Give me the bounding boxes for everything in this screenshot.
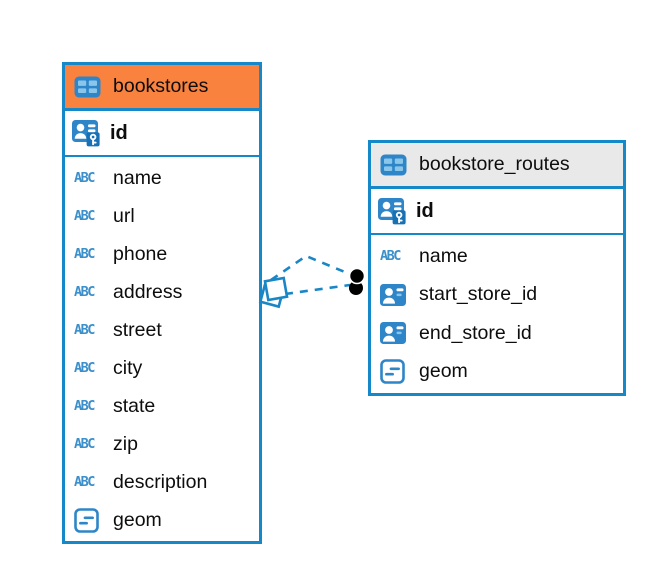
table-header[interactable]: bookstores xyxy=(65,65,259,111)
table-bookstore_routes[interactable]: bookstore_routes id ABC name start_store… xyxy=(368,140,626,396)
column-row-start_store_id[interactable]: start_store_id xyxy=(371,276,623,315)
column-name: address xyxy=(113,280,183,303)
text-column-icon: ABC xyxy=(74,360,104,376)
column-row-street[interactable]: ABC street xyxy=(65,311,259,349)
column-name: id xyxy=(416,199,434,222)
column-name: city xyxy=(113,356,143,379)
column-name: street xyxy=(113,318,162,341)
geometry-column-icon xyxy=(380,359,410,385)
primary-key-icon xyxy=(378,197,408,225)
column-row-name[interactable]: ABC name xyxy=(371,237,623,276)
column-list: ABC name ABC url ABC phone ABC address A… xyxy=(65,157,259,541)
column-row-description[interactable]: ABC description xyxy=(65,463,259,501)
column-list: ABC name start_store_id end_store_id geo… xyxy=(371,235,623,393)
column-name: state xyxy=(113,394,156,417)
column-row-zip[interactable]: ABC zip xyxy=(65,425,259,463)
column-row-address[interactable]: ABC address xyxy=(65,273,259,311)
column-name: geom xyxy=(419,360,468,383)
column-row-end_store_id[interactable]: end_store_id xyxy=(371,314,623,353)
text-column-icon: ABC xyxy=(74,436,95,452)
column-name: id xyxy=(110,121,128,144)
relationship-diamond-marker xyxy=(258,281,286,309)
column-name: name xyxy=(113,166,162,189)
text-column-icon: ABC xyxy=(74,170,104,186)
column-row-geom[interactable]: geom xyxy=(65,501,259,539)
text-column-icon: ABC xyxy=(380,248,401,265)
text-column-icon: ABC xyxy=(74,208,104,224)
text-column-icon: ABC xyxy=(74,246,95,262)
text-column-icon: ABC xyxy=(74,322,104,338)
column-name: phone xyxy=(113,242,168,265)
column-name: start_store_id xyxy=(419,283,538,306)
text-column-icon: ABC xyxy=(74,284,95,300)
text-column-icon: ABC xyxy=(74,208,95,224)
relationship-line[interactable] xyxy=(284,283,351,296)
text-column-icon: ABC xyxy=(380,248,410,264)
text-column-icon: ABC xyxy=(74,474,104,490)
text-column-icon: ABC xyxy=(74,246,104,262)
text-column-icon: ABC xyxy=(74,398,95,414)
text-column-icon: ABC xyxy=(74,360,95,376)
geometry-column-icon xyxy=(74,507,104,533)
column-name: geom xyxy=(113,508,162,531)
column-name: url xyxy=(113,204,135,227)
table-title: bookstores xyxy=(113,75,209,97)
column-row-name[interactable]: ABC name xyxy=(65,159,259,197)
relationship-dot-marker xyxy=(349,281,363,295)
column-name: description xyxy=(113,470,208,493)
table-title: bookstore_routes xyxy=(419,153,570,175)
relationship-diamond-marker xyxy=(263,276,289,302)
foreign-key-icon xyxy=(380,283,410,306)
primary-key-icon xyxy=(72,119,102,147)
column-row-geom[interactable]: geom xyxy=(371,353,623,392)
primary-key-row[interactable]: id xyxy=(371,189,623,235)
table-icon xyxy=(74,76,104,98)
column-row-city[interactable]: ABC city xyxy=(65,349,259,387)
text-column-icon: ABC xyxy=(74,436,104,452)
table-bookstores[interactable]: bookstores id ABC name ABC url ABC phone… xyxy=(62,62,262,544)
primary-key-row[interactable]: id xyxy=(65,111,259,157)
foreign-key-icon xyxy=(380,322,410,345)
column-name: zip xyxy=(113,432,138,455)
table-header[interactable]: bookstore_routes xyxy=(371,143,623,189)
text-column-icon: ABC xyxy=(74,398,104,414)
text-column-icon: ABC xyxy=(74,284,104,300)
column-row-url[interactable]: ABC url xyxy=(65,197,259,235)
relationship-dot-marker xyxy=(348,267,366,285)
text-column-icon: ABC xyxy=(74,474,95,490)
table-icon xyxy=(380,154,410,176)
column-row-state[interactable]: ABC state xyxy=(65,387,259,425)
relationship-line[interactable] xyxy=(270,254,353,282)
text-column-icon: ABC xyxy=(74,322,95,338)
column-name: end_store_id xyxy=(419,321,532,344)
text-column-icon: ABC xyxy=(74,170,95,186)
column-name: name xyxy=(419,244,468,267)
column-row-phone[interactable]: ABC phone xyxy=(65,235,259,273)
